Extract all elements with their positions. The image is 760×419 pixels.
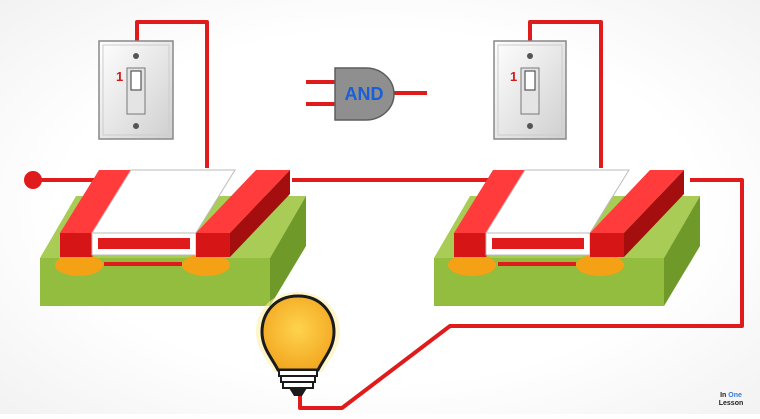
switch-left[interactable]: 1 xyxy=(98,40,174,140)
logo-word-lesson: Lesson xyxy=(718,400,744,407)
screw-icon xyxy=(133,123,139,129)
logo-word-one: One xyxy=(728,392,742,399)
transistor-left xyxy=(40,169,306,306)
switch-state-label: 1 xyxy=(510,69,517,84)
wire-left-switch xyxy=(135,20,209,168)
wire-to-bulb xyxy=(298,178,744,410)
toggle-lever[interactable] xyxy=(130,70,142,91)
wires xyxy=(33,20,744,410)
switch-right[interactable]: 1 xyxy=(493,40,567,140)
channel-logo: In One Lesson xyxy=(716,392,746,408)
screw-icon xyxy=(527,53,533,59)
wire-right-switch xyxy=(528,20,603,168)
gate-label: AND xyxy=(345,84,384,104)
light-bulb-icon xyxy=(256,292,340,396)
screw-icon xyxy=(133,53,139,59)
source-region xyxy=(448,254,496,276)
power-source-dot xyxy=(24,171,42,189)
drain-region xyxy=(182,254,230,276)
substrate-side xyxy=(270,196,306,306)
logo-word-in: In xyxy=(720,392,727,399)
substrate-side xyxy=(664,196,700,306)
channel-conductor xyxy=(492,238,584,249)
source-region xyxy=(55,254,103,276)
transistor-right xyxy=(434,169,700,306)
drain-region xyxy=(576,254,624,276)
toggle-lever[interactable] xyxy=(524,70,536,91)
and-gate-symbol: AND xyxy=(306,67,427,121)
channel-conductor xyxy=(98,238,190,249)
screw-icon xyxy=(527,123,533,129)
switch-state-label: 1 xyxy=(116,69,123,84)
